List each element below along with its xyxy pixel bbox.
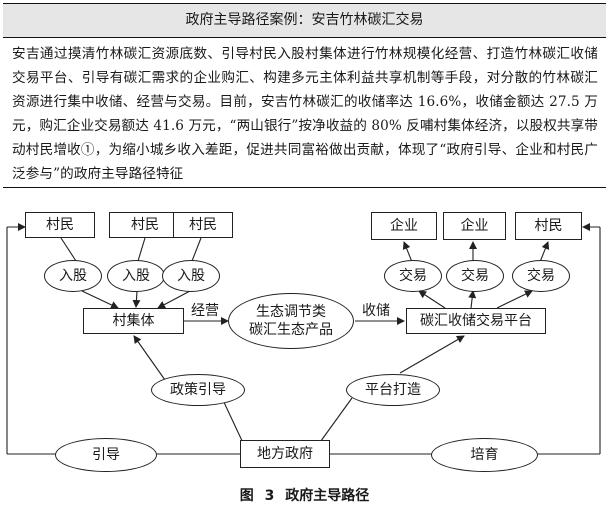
villager-box-right: 村民	[515, 212, 582, 240]
villager-box-1: 村民	[25, 212, 95, 238]
case-body: 安吉通过摸清竹林碳汇资源底数、引导村民入股村集体进行竹林规模化经营、打造竹林碳汇…	[12, 46, 598, 182]
guide-oval: 引导	[55, 438, 157, 472]
villager-box-2: 村民	[109, 212, 181, 238]
carbon-trading-platform-box: 碳汇收储交易平台	[406, 308, 546, 334]
case-box: 政府主导路径案例：安吉竹林碳汇交易 安吉通过摸清竹林碳汇资源底数、引导村民入股村…	[3, 3, 606, 188]
villager-box-3: 村民	[173, 212, 233, 238]
operate-label: 经营	[191, 303, 219, 319]
figure-caption: 图 3 政府主导路径	[239, 488, 370, 504]
trade-oval-2: 交易	[446, 260, 504, 292]
storage-label: 收储	[362, 303, 390, 319]
invest-oval-2: 入股	[107, 260, 165, 292]
trade-oval-3: 交易	[512, 260, 570, 292]
case-title: 政府主导路径案例：安吉竹林碳汇交易	[3, 4, 606, 38]
trade-oval-1: 交易	[384, 260, 442, 292]
enterprise-box-2: 企业	[443, 212, 506, 240]
invest-oval-3: 入股	[162, 260, 220, 292]
cultivate-oval: 培育	[431, 438, 538, 472]
enterprise-box-1: 企业	[371, 212, 437, 240]
invest-oval-1: 入股	[44, 260, 102, 292]
ecological-product-oval: 生态调节类 碳汇生态产品	[228, 293, 354, 349]
diagram-connectors	[6, 223, 601, 455]
policy-guidance-oval: 政策引导	[151, 374, 245, 406]
platform-building-oval: 平台打造	[346, 374, 440, 406]
local-government-box: 地方政府	[240, 440, 330, 468]
government-led-path-diagram: 村民 村民 村民 入股 入股 入股 村集体 经营 生态调节类 碳汇生态产品 收储…	[0, 190, 609, 480]
village-collective-box: 村集体	[83, 308, 184, 334]
